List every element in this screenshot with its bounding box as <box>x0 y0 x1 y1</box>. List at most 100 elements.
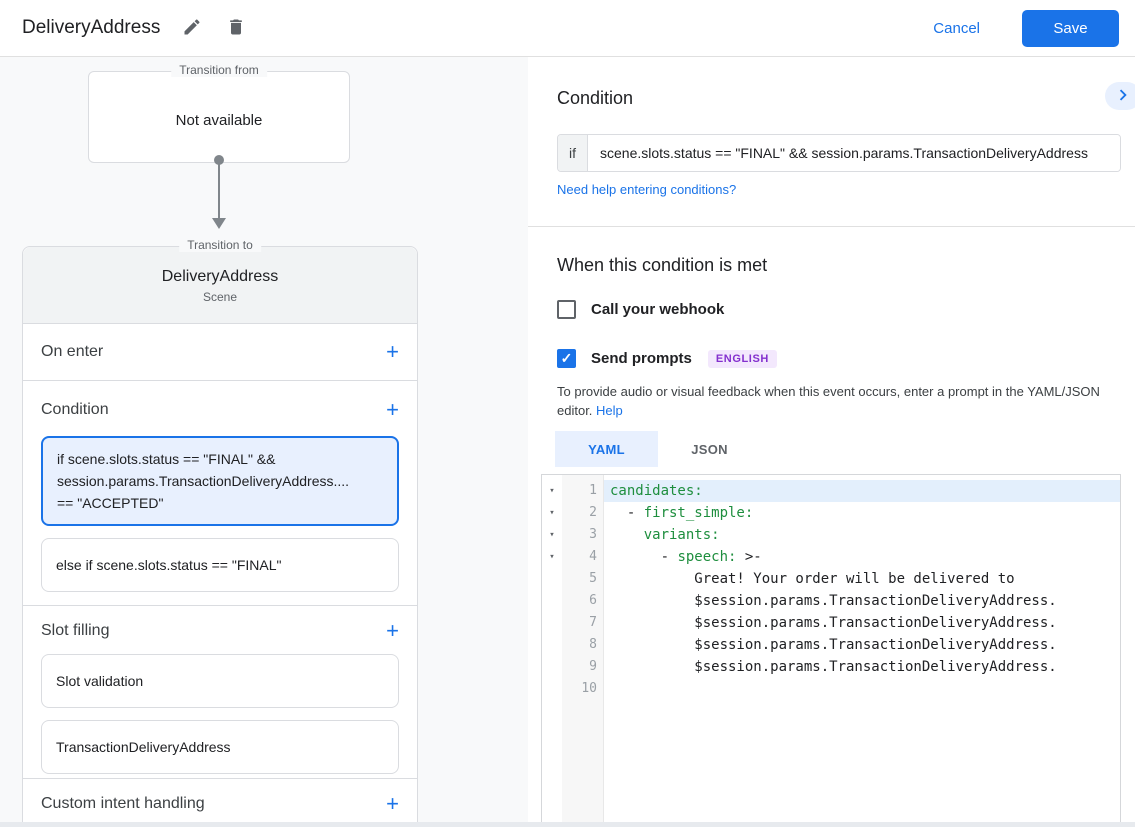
code-line: ▾ 2 - first_simple: <box>542 502 1120 524</box>
code-token: Great! Your order will be delivered to <box>610 571 1015 587</box>
slot-transaction-card[interactable]: TransactionDeliveryAddress <box>41 720 399 774</box>
condition-line-3: == "ACCEPTED" <box>57 495 164 511</box>
horizontal-scrollbar[interactable] <box>0 822 1135 827</box>
condition-expression-input[interactable] <box>588 135 1120 171</box>
transition-from-label: Transition from <box>171 63 267 77</box>
yaml-code-editor[interactable]: ▾ 1 candidates: ▾ 2 - first_simple: ▾ 3 … <box>541 474 1121 827</box>
save-button[interactable]: Save <box>1022 9 1119 47</box>
condition-card-selected[interactable]: if scene.slots.status == "FINAL" && sess… <box>41 436 399 526</box>
slot-validation-text: Slot validation <box>56 673 144 689</box>
line-number: 2 <box>589 505 597 520</box>
line-number: 4 <box>589 549 597 564</box>
fold-toggle-icon[interactable]: ▾ <box>549 552 555 562</box>
fold-toggle-icon[interactable]: ▾ <box>549 486 555 496</box>
code-line: ▾ 3 variants: <box>542 524 1120 546</box>
condition-section-label: Condition <box>41 401 109 418</box>
send-prompts-checkbox[interactable]: ✓ <box>557 349 576 368</box>
language-badge: ENGLISH <box>707 349 777 368</box>
call-webhook-checkbox[interactable] <box>557 300 576 319</box>
slot-filling-label: Slot filling <box>41 622 110 639</box>
fold-spacer <box>542 656 562 678</box>
code-line: 10 <box>542 678 1120 700</box>
editor-format-tabs: YAML JSON <box>555 431 761 467</box>
line-number: 8 <box>589 637 597 652</box>
transition-from-box: Transition from Not available <box>88 63 350 163</box>
add-on-enter-button[interactable]: + <box>386 339 399 364</box>
scene-graph-panel: Transition from Not available Transition… <box>0 57 528 827</box>
line-number: 10 <box>581 681 597 696</box>
custom-intent-section: Custom intent handling + <box>23 779 417 827</box>
code-line: 8 $session.params.TransactionDeliveryAdd… <box>542 634 1120 656</box>
helper-text-body: To provide audio or visual feedback when… <box>557 384 1100 418</box>
tab-json[interactable]: JSON <box>658 431 761 467</box>
slot-transaction-text: TransactionDeliveryAddress <box>56 739 231 755</box>
cancel-button[interactable]: Cancel <box>933 19 980 37</box>
code-token: $session.params.TransactionDeliveryAddre… <box>610 593 1057 609</box>
scene-header: DeliveryAddress Scene <box>23 247 417 324</box>
transition-arrow-dot <box>214 155 224 165</box>
fold-spacer <box>542 590 562 612</box>
on-enter-label: On enter <box>41 343 104 360</box>
line-number: 6 <box>589 593 597 608</box>
line-number: 9 <box>589 659 597 674</box>
condition-panel-title: Condition <box>557 88 634 108</box>
panel-divider <box>528 226 1135 227</box>
add-slot-button[interactable]: + <box>386 618 399 643</box>
add-condition-button[interactable]: + <box>386 397 399 422</box>
fold-toggle-icon[interactable]: ▾ <box>549 508 555 518</box>
code-token: - <box>610 505 644 521</box>
condition-card-else[interactable]: else if scene.slots.status == "FINAL" <box>41 538 399 592</box>
trash-icon <box>226 17 246 40</box>
code-token: $session.params.TransactionDeliveryAddre… <box>610 615 1057 631</box>
edit-title-button[interactable] <box>180 16 204 40</box>
condition-help-link[interactable]: Need help entering conditions? <box>557 182 737 197</box>
code-line: 9 $session.params.TransactionDeliveryAdd… <box>542 656 1120 678</box>
help-link[interactable]: Help <box>596 403 623 418</box>
transition-to-label: Transition to <box>179 238 261 252</box>
prompts-helper-text: To provide audio or visual feedback when… <box>557 382 1119 420</box>
slot-validation-card[interactable]: Slot validation <box>41 654 399 708</box>
on-enter-section: On enter + <box>23 324 417 381</box>
code-line: 5 Great! Your order will be delivered to <box>542 568 1120 590</box>
code-line: ▾ 4 - speech: >- <box>542 546 1120 568</box>
transition-arrow-head <box>212 218 226 229</box>
collapse-panel-button[interactable] <box>1105 82 1135 110</box>
checkmark-icon: ✓ <box>560 350 573 366</box>
transition-to-card: Transition to DeliveryAddress Scene On e… <box>22 238 418 827</box>
code-token: variants: <box>643 527 720 543</box>
send-prompts-label: Send prompts <box>591 350 692 367</box>
code-line: 6 $session.params.TransactionDeliveryAdd… <box>542 590 1120 612</box>
condition-line-1: if scene.slots.status == "FINAL" && <box>57 451 276 467</box>
code-token: >- <box>736 549 762 565</box>
slot-filling-section: Slot filling + Slot validation Transacti… <box>23 606 417 779</box>
tab-yaml[interactable]: YAML <box>555 431 658 467</box>
page-title: DeliveryAddress <box>22 17 161 38</box>
scene-type: Scene <box>202 290 238 304</box>
code-token: $session.params.TransactionDeliveryAddre… <box>610 637 1057 653</box>
code-line: 7 $session.params.TransactionDeliveryAdd… <box>542 612 1120 634</box>
custom-intent-label: Custom intent handling <box>41 795 205 812</box>
code-line: ▾ 1 candidates: <box>542 480 1120 502</box>
condition-editor-panel: Condition if Need help entering conditio… <box>528 57 1135 827</box>
fold-spacer <box>542 568 562 590</box>
code-token: speech: <box>677 549 737 565</box>
code-token: candidates: <box>610 483 703 499</box>
delete-scene-button[interactable] <box>224 16 248 40</box>
if-label: if <box>558 135 588 171</box>
fold-toggle-icon[interactable]: ▾ <box>549 530 555 540</box>
fold-spacer <box>542 678 562 700</box>
add-custom-intent-button[interactable]: + <box>386 791 399 816</box>
transition-arrow-line <box>218 161 220 219</box>
line-number: 3 <box>589 527 597 542</box>
else-condition-text: else if scene.slots.status == "FINAL" <box>56 557 282 573</box>
line-number: 5 <box>589 571 597 586</box>
line-number-gutter <box>562 475 604 827</box>
code-token: - <box>610 549 678 565</box>
condition-expression-group: if <box>557 134 1121 172</box>
pencil-icon <box>182 17 202 40</box>
fold-spacer <box>542 634 562 656</box>
condition-line-2: session.params.TransactionDeliveryAddres… <box>57 473 350 489</box>
code-token <box>610 527 644 543</box>
call-webhook-label: Call your webhook <box>591 301 725 318</box>
code-token: $session.params.TransactionDeliveryAddre… <box>610 659 1057 675</box>
